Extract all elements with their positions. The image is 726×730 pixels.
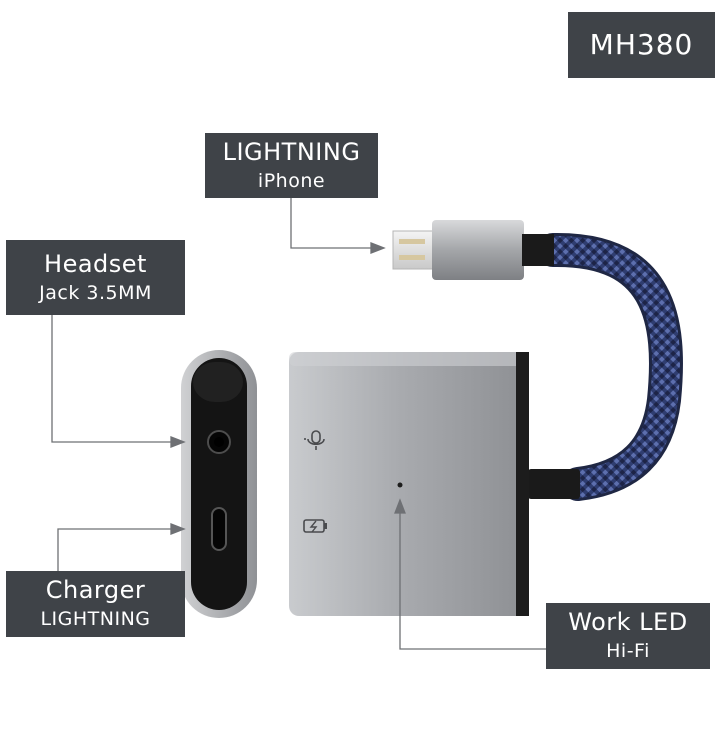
led-label-title: Work LED [568, 608, 688, 636]
work-led-label: Work LED Hi-Fi [546, 603, 710, 669]
headset-jack-label: Headset Jack 3.5MM [6, 240, 185, 315]
callout-lines [51, 198, 546, 650]
charger-label-subtitle: LIGHTNING [40, 608, 151, 630]
lightning-plug-label: LIGHTNING iPhone [205, 133, 378, 198]
adapter-end-face [181, 350, 257, 618]
adapter-body [289, 352, 529, 616]
charger-port-label: Charger LIGHTNING [6, 571, 185, 637]
model-name: MH380 [589, 28, 694, 61]
led-label-subtitle: Hi-Fi [606, 640, 650, 662]
battery-charging-icon [303, 519, 327, 533]
lightning-label-title: LIGHTNING [222, 137, 361, 166]
headset-label-title: Headset [44, 249, 147, 278]
lightning-charge-port [211, 507, 227, 551]
lightning-label-subtitle: iPhone [257, 169, 326, 192]
headset-label-subtitle: Jack 3.5MM [39, 281, 152, 304]
model-badge: MH380 [568, 12, 715, 78]
charger-label-title: Charger [45, 576, 146, 604]
cable-strain-relief [528, 469, 580, 499]
led-indicator [397, 482, 403, 488]
lightning-plug [392, 220, 554, 280]
microphone-icon [304, 430, 325, 450]
